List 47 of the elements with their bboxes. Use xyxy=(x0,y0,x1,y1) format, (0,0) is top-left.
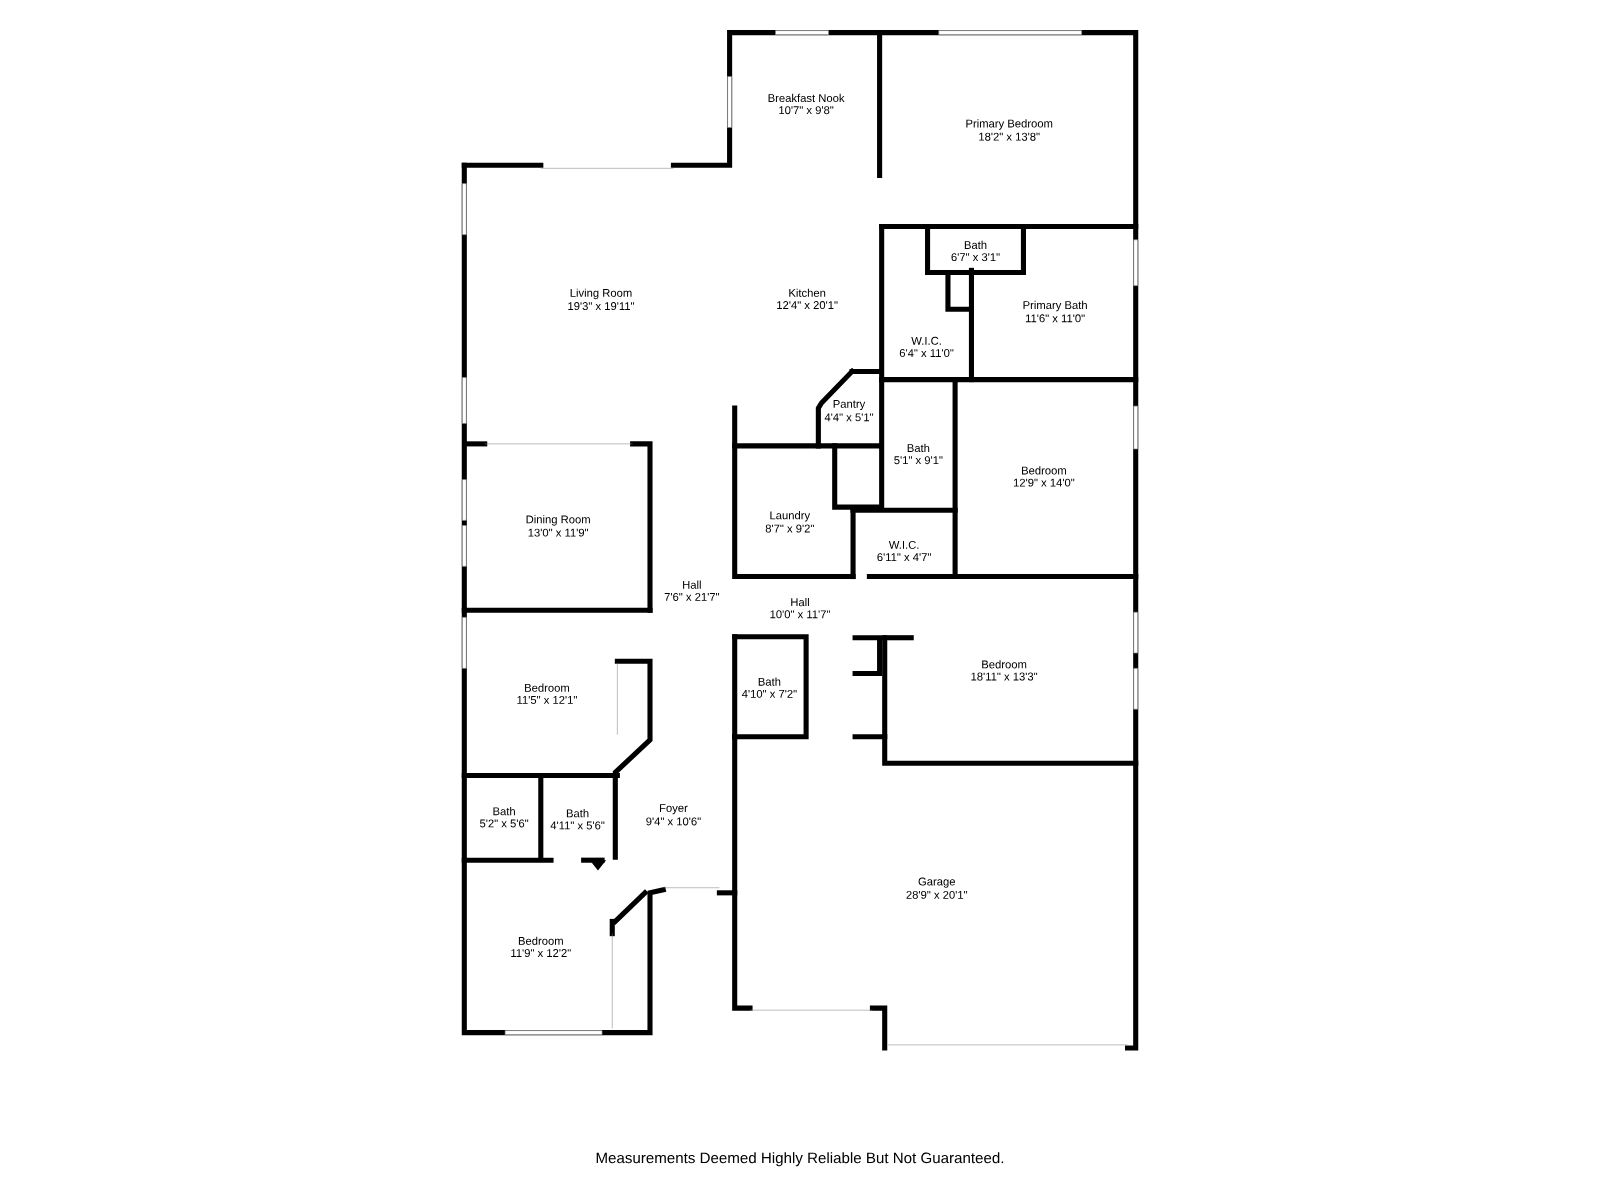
room-dimensions: 5'2" x 5'6" xyxy=(479,819,529,828)
room-name: Bedroom xyxy=(1022,466,1066,475)
room-dimensions: 11'6" x 11'0" xyxy=(1025,314,1085,323)
room-dimensions: 18'2" x 13'8" xyxy=(979,132,1040,141)
room-name: Primary Bedroom xyxy=(966,119,1053,130)
room-name: W.I.C. xyxy=(888,540,919,549)
room-name: Hall xyxy=(683,580,701,589)
room-name: Primary Bath xyxy=(1023,300,1087,312)
room-dimensions: 6'11" x 4'7" xyxy=(877,553,931,562)
room-dimensions: 19'3" x 19'11" xyxy=(568,302,635,311)
room-dimensions: 10'0" x 11'7" xyxy=(770,610,830,619)
room-dimensions: 6'4" x 11'0" xyxy=(899,349,954,357)
room-name: Bath xyxy=(907,443,930,453)
room-dimensions: 4'4" x 5'1" xyxy=(824,413,874,422)
room-dimensions: 10'7" x 9'8" xyxy=(779,106,834,115)
room-dimensions: 4'11" x 5'6" xyxy=(550,821,605,830)
room-name: W.I.C. xyxy=(911,336,941,345)
room-dimensions: 13'0" x 11'9" xyxy=(528,528,589,537)
room-dimensions: 11'5" x 12'1" xyxy=(517,696,577,704)
room-name: Foyer xyxy=(660,804,688,815)
room-dimensions: 8'7" x 9'2" xyxy=(765,524,814,533)
room-dimensions: 12'9" x 14'0" xyxy=(1013,478,1075,487)
room-name: Bedroom xyxy=(518,936,563,945)
room-name: Pantry xyxy=(833,400,866,411)
room-dimensions: 4'10" x 7'2" xyxy=(741,689,797,698)
room-name: Dining Room xyxy=(526,515,590,526)
room-dimensions: 11'9" x 12'2" xyxy=(511,949,571,957)
room-dimensions: 18'11" x 13'3" xyxy=(971,672,1038,681)
room-name: Breakfast Nook xyxy=(768,93,845,103)
room-name: Hall xyxy=(791,597,809,607)
room-name: Bath xyxy=(493,807,515,816)
room-name: Bedroom xyxy=(982,660,1027,669)
room-dimensions: 12'4" x 20'1" xyxy=(777,301,838,310)
room-dimensions: 28'9" x 20'1" xyxy=(906,890,968,899)
room-name: Bedroom xyxy=(525,683,569,692)
room-dimensions: 6'7" x 3'1" xyxy=(951,253,1000,262)
room-name: Garage xyxy=(918,877,955,888)
room-dimensions: 5'1" x 9'1" xyxy=(894,456,943,465)
room-name: Bath xyxy=(566,809,589,818)
room-name: Kitchen xyxy=(789,288,826,297)
room-name: Laundry xyxy=(770,511,811,522)
room-dimensions: 7'6" x 21'7" xyxy=(664,592,720,601)
room-name: Bath xyxy=(964,240,987,249)
room-dimensions: 9'4" x 10'6" xyxy=(646,817,701,826)
room-name: Living Room xyxy=(570,288,632,300)
room-name: Bath xyxy=(758,677,781,686)
caption: Measurements Deemed Highly Reliable But Not Guaranteed. xyxy=(596,1152,1004,1167)
